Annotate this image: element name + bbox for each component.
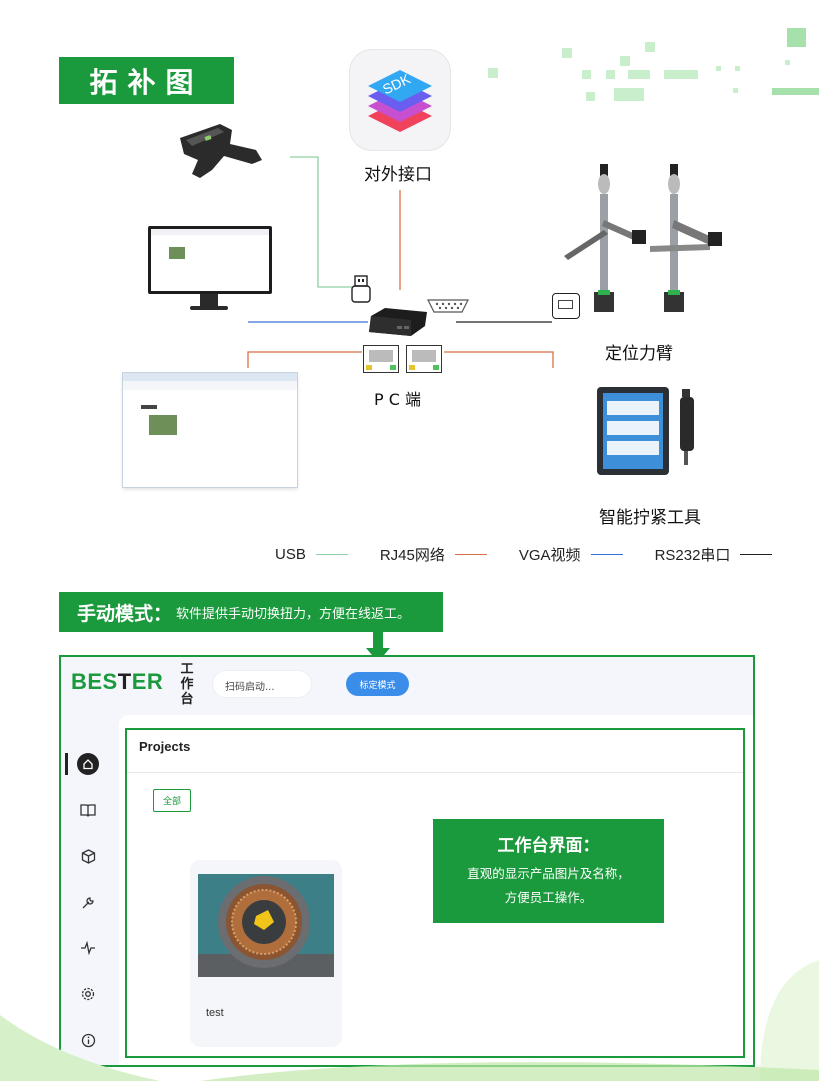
callout-box: 工作台界面： 直观的显示产品图片及名称， 方便员工操作。 (433, 819, 664, 923)
topology-title: 拓补图 (59, 57, 234, 104)
filter-all-button[interactable]: 全部 (153, 789, 191, 812)
callout-line-2: 方便员工操作。 (504, 890, 593, 905)
activity-icon[interactable] (77, 937, 99, 959)
pc-label: P C 端 (374, 390, 421, 409)
project-name: test (206, 1007, 224, 1019)
mini-pc-icon (367, 306, 429, 338)
legend-item-rs232: RS232串口 (655, 544, 773, 565)
wrench-icon[interactable] (77, 891, 99, 913)
browser-screenshot (123, 373, 297, 487)
legend-item-rj45: RJ45网络 (380, 544, 487, 565)
pointer-arrow (373, 632, 383, 654)
manual-mode-banner: 手动模式： 软件提供手动切换扭力，方便在线返工。 (59, 592, 443, 632)
project-card[interactable]: test (190, 860, 342, 1047)
divider (127, 772, 743, 773)
app-logo: BESTER (71, 669, 164, 694)
callout-heading: 工作台界面： (497, 836, 600, 856)
tablet-icon (597, 387, 669, 475)
manual-mode-text: 软件提供手动切换扭力，方便在线返工。 (176, 606, 411, 622)
legend-item-vga: VGA视频 (519, 544, 623, 565)
home-icon[interactable] (77, 753, 99, 775)
book-icon[interactable] (77, 799, 99, 821)
scan-search-input[interactable]: 扫码启动... (213, 671, 311, 697)
calibrate-mode-button[interactable]: 标定模式 (346, 672, 409, 696)
highlight-border (125, 728, 745, 1058)
cube-icon[interactable] (77, 845, 99, 867)
rj45-port-icon (552, 293, 580, 319)
app-window: BESTER 工作台 扫码启动... 标定模式 Projects 全部 (59, 655, 755, 1067)
settings-icon[interactable] (77, 983, 99, 1005)
monitor-icon (148, 226, 272, 310)
connection-lines (247, 156, 554, 368)
serial-port-icon (427, 299, 469, 313)
rj45-port-icon (363, 345, 399, 373)
projects-title: Projects (139, 739, 191, 754)
manual-mode-heading: 手动模式： (77, 602, 173, 625)
legend-item-usb: USB (275, 546, 348, 563)
tightening-tool-icon (680, 389, 694, 465)
arm-label: 定位力臂 (605, 344, 673, 364)
project-thumbnail (198, 874, 334, 977)
decorative-wave (0, 960, 819, 1081)
callout-line-1: 直观的显示产品图片及名称， (467, 866, 630, 881)
sdk-label: 对外接口 (364, 165, 432, 185)
page-title: 工作台 (180, 662, 194, 707)
info-icon[interactable] (77, 1029, 99, 1051)
barcode-scanner-icon (180, 124, 262, 178)
sdk-icon: SDK (350, 50, 450, 150)
tool-label: 智能拧紧工具 (599, 508, 701, 528)
active-indicator (65, 753, 68, 775)
positioning-arm-icon (564, 164, 722, 312)
connection-legend: USB RJ45网络 VGA视频 RS232串口 (275, 544, 794, 565)
usb-icon (351, 275, 371, 303)
rj45-port-icon (406, 345, 442, 373)
